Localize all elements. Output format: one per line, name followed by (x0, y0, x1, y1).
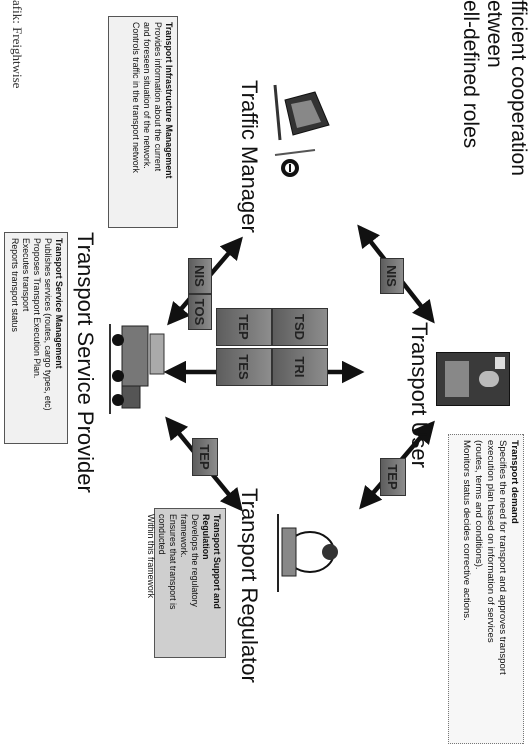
message-tsd: TSD (272, 308, 328, 346)
regulator-person-icon (270, 508, 344, 598)
regulator-line-3: Within this framework (146, 514, 156, 599)
regulator-line-1: Develops the regulatory framework. (179, 514, 200, 607)
traffic-manager-line-1: Provides information about the current (153, 22, 163, 172)
traffic-manager-description: Transport Infrastructure Management Prov… (108, 16, 178, 228)
regulator-heading: Transport Support and Regulation (201, 514, 222, 609)
message-tri: TRI (272, 348, 328, 386)
transport-user-line-3: (routes, terms and conditions). (473, 440, 484, 570)
office-worker-icon (436, 352, 510, 406)
message-tep-center: TEP (216, 308, 272, 346)
transport-user-description: Transport demand Specifies the need for … (448, 434, 524, 744)
transport-user-line-1: Specifies the need for transport and app… (497, 440, 508, 675)
freight-vehicles-icon (104, 320, 170, 418)
traffic-manager-title: Traffic Manager (237, 80, 262, 233)
regulator-title: Transport Regulator (237, 488, 262, 683)
message-tos-traffic-provider: TOS (188, 294, 212, 330)
transport-user-heading: Transport demand (509, 440, 520, 524)
message-tep-user-regulator: TEP (380, 458, 406, 496)
traffic-manager-line-3: Controls traffic in the transport networ… (131, 22, 141, 173)
traffic-manager-heading: Transport Infrastructure Management (164, 22, 174, 179)
message-nis-traffic-user: NIS (380, 258, 404, 294)
service-provider-line-4: Reports transport status (10, 238, 20, 332)
traffic-manager-line-2: and foreseen situation of the network. (142, 22, 152, 169)
service-provider-title: Transport Service Provider (73, 232, 98, 493)
service-provider-line-3: Executes transport (21, 238, 31, 312)
regulator-description: Transport Support and Regulation Develop… (146, 508, 226, 658)
transport-user-title: Transport User (407, 322, 432, 468)
message-nis-traffic-provider: NIS (188, 258, 212, 294)
regulator-line-2: Ensures that transport is conducted (157, 514, 178, 610)
transport-user-line-2: execution plan based on information of s… (485, 440, 496, 643)
traffic-signs-icon (265, 80, 335, 190)
transport-user-line-4: Monitors status decides corrective actio… (461, 440, 472, 621)
service-provider-line-1: Publishes services (routes, cargo types,… (43, 238, 53, 411)
message-tep-provider-regulator: TEP (192, 438, 218, 476)
message-tes: TES (216, 348, 272, 386)
service-provider-line-2: Proposes Transport Execution Plan. (32, 238, 42, 379)
service-provider-description: Transport Service Management Publishes s… (4, 232, 68, 444)
service-provider-heading: Transport Service Management (54, 238, 64, 369)
